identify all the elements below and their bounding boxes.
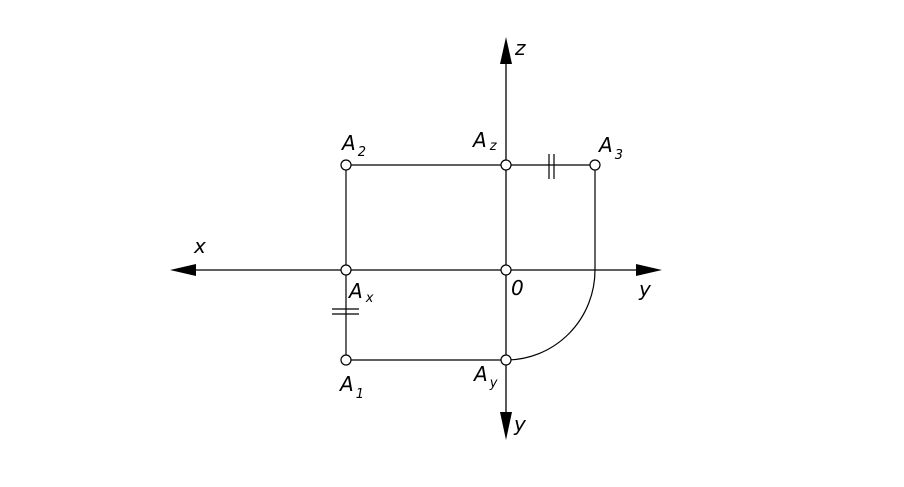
- z-axis-label: z: [514, 36, 526, 60]
- point-a2: [340, 159, 352, 171]
- point-a1: [340, 354, 352, 366]
- y-axis-label-horizontal: y: [638, 277, 652, 301]
- transfer-arc: [505, 269, 596, 361]
- point-az: [500, 159, 512, 171]
- x-axis-arrowhead: [170, 264, 196, 276]
- y-axis-label-vertical: y: [513, 412, 527, 436]
- y-axis-arrowhead-horizontal: [636, 264, 662, 276]
- origin-label: 0: [511, 276, 524, 300]
- point-ax: [340, 264, 352, 276]
- z-axis-arrowhead: [500, 37, 512, 64]
- x-axis-label: x: [193, 234, 206, 258]
- point-origin: [500, 264, 512, 276]
- point-ay: [500, 354, 512, 366]
- y-axis-arrowhead-vertical: [500, 412, 512, 440]
- point-a3: [589, 159, 601, 171]
